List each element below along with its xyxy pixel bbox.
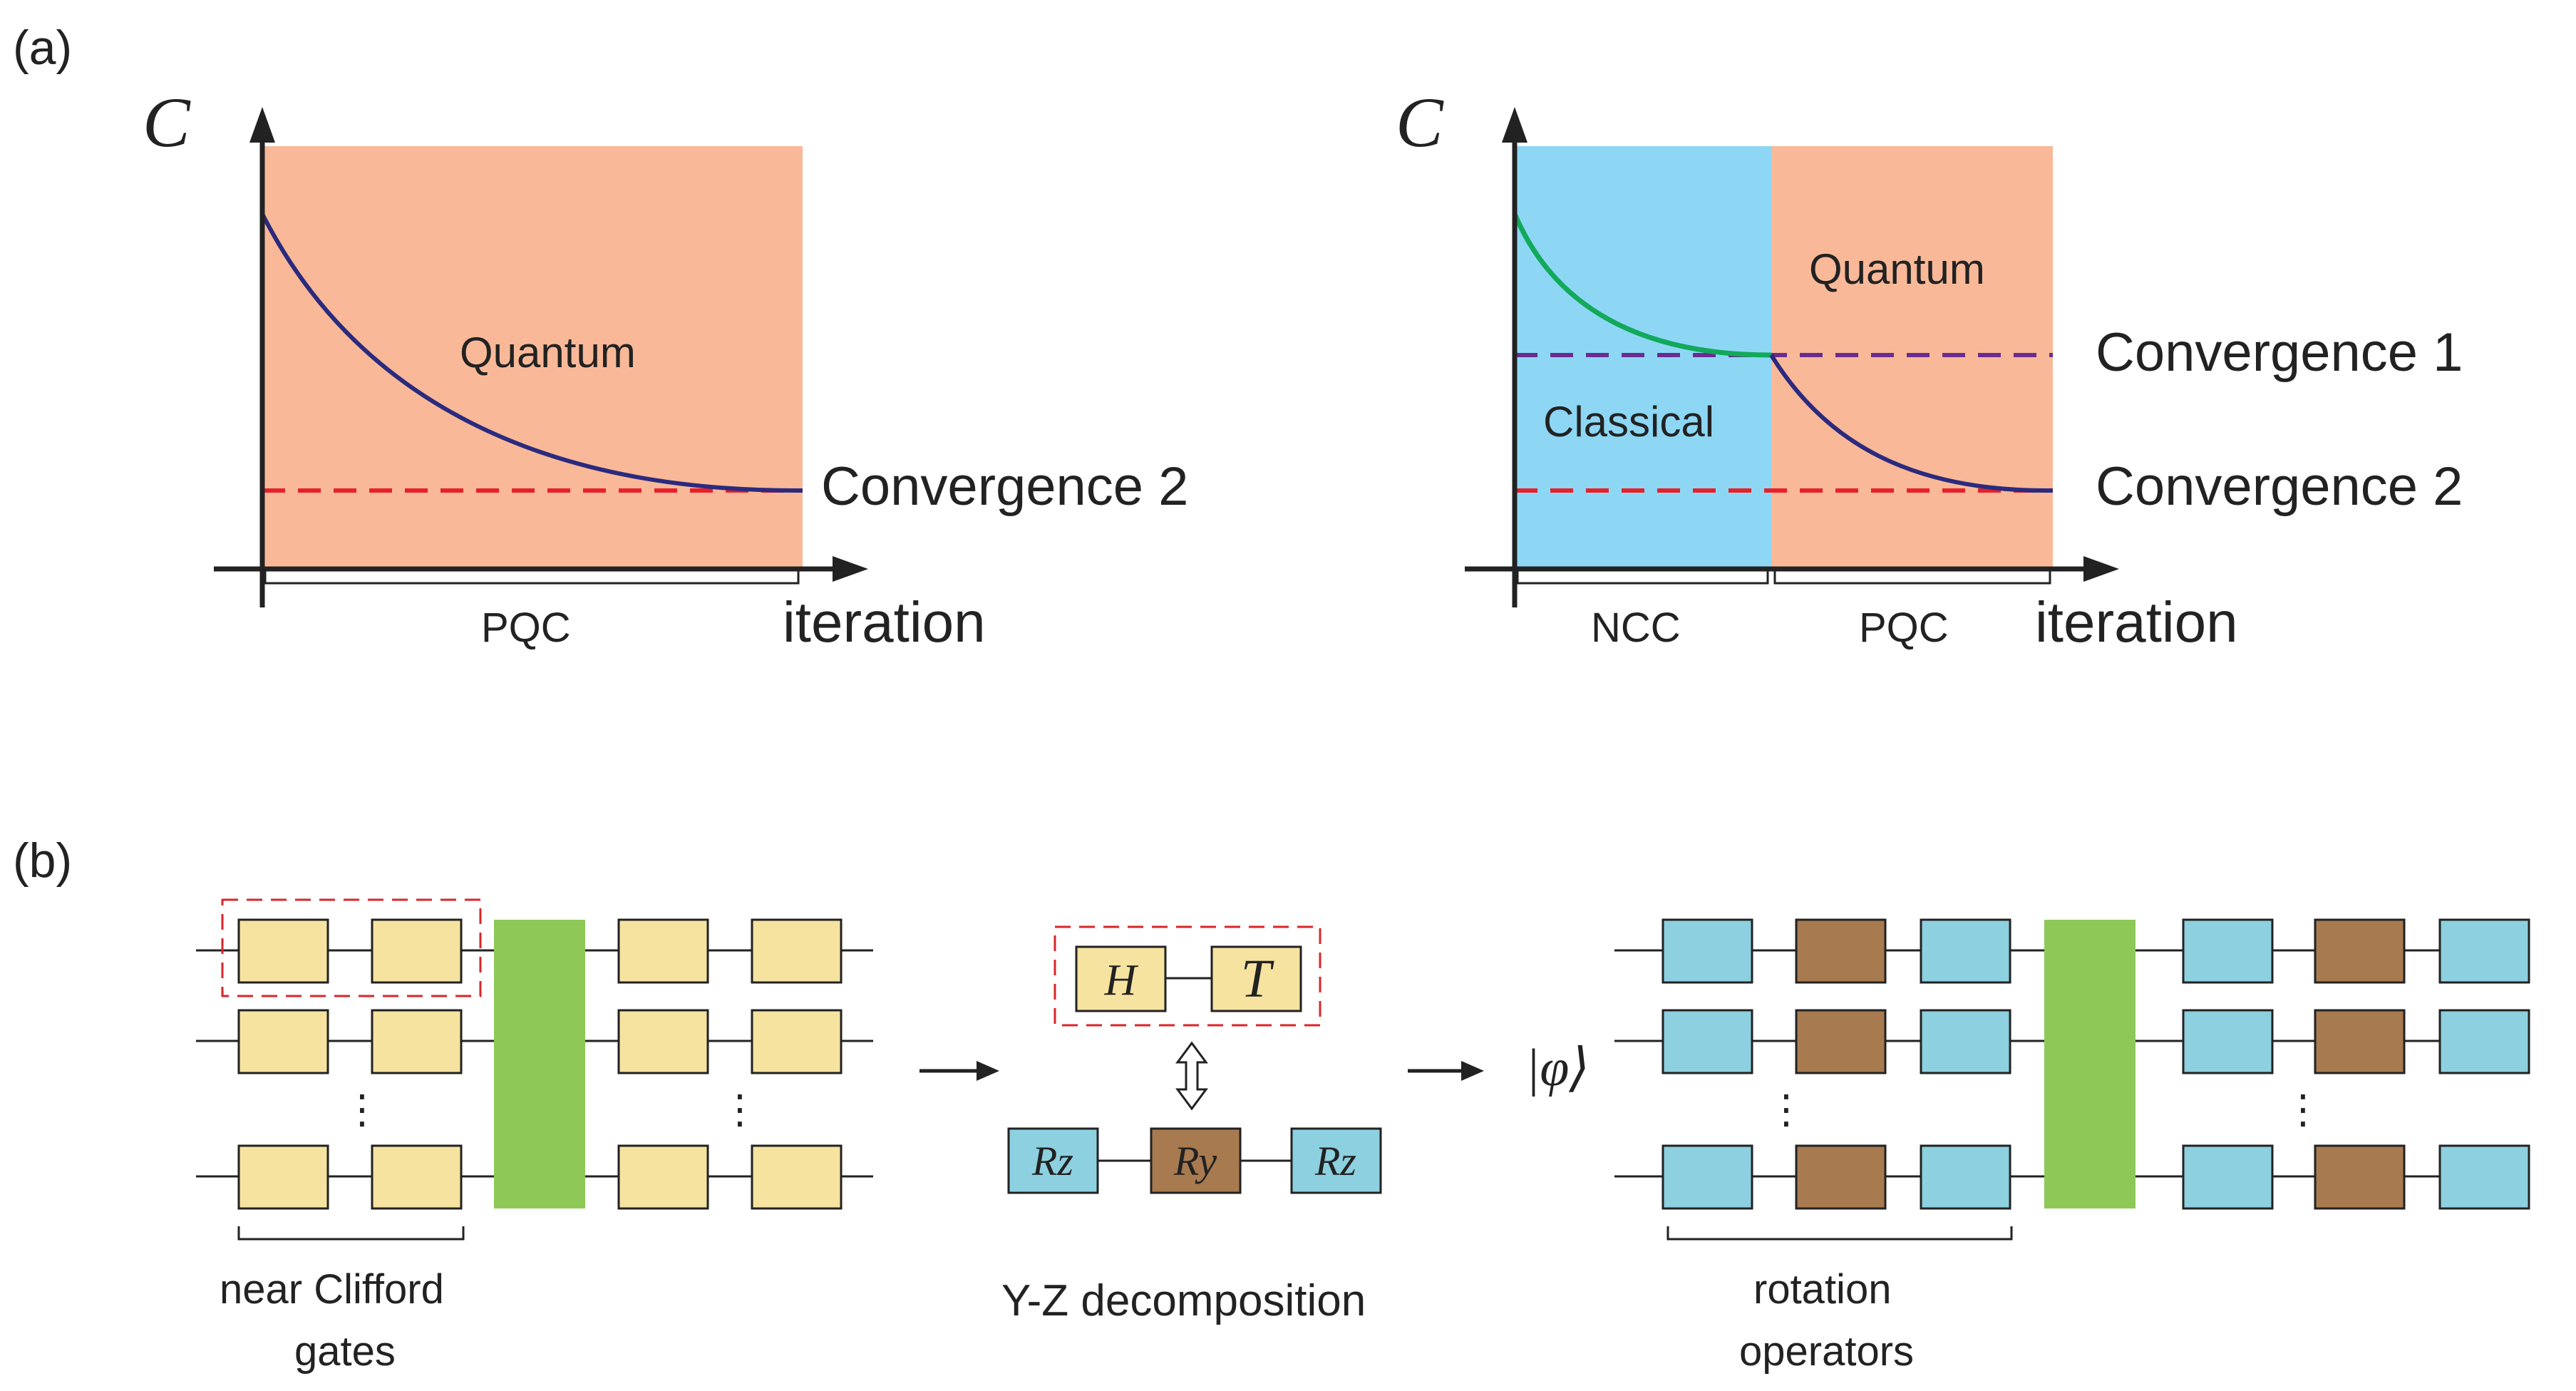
classical-label: Classical <box>1543 398 1714 446</box>
vertical-dots: ⋮ <box>2283 1087 2323 1131</box>
clifford-gate <box>751 1144 843 1210</box>
rz-gate <box>2438 1009 2530 1074</box>
panel-a-label: (a) <box>13 21 72 75</box>
right-arrow-icon <box>1408 1061 1484 1081</box>
pqc-label-right: PQC <box>1859 605 1949 651</box>
clifford-gate <box>371 918 463 984</box>
classical-curve <box>1512 212 1772 358</box>
rz-gate <box>2182 1144 2274 1210</box>
clifford-gate <box>237 1009 329 1074</box>
double-arrow-icon <box>1175 1041 1208 1111</box>
cost-curve <box>260 212 803 493</box>
rz-gate <box>2438 1144 2530 1210</box>
clifford-gate <box>617 1144 709 1210</box>
ht-dashed-box <box>1053 925 1322 1027</box>
clifford-caption-line1: near Clifford <box>220 1266 444 1313</box>
quantum-region-right <box>1771 146 2053 569</box>
rz-gate <box>2182 918 2274 984</box>
rotation-caption-line2: operators <box>1739 1328 1914 1375</box>
rz-gate <box>2438 918 2530 984</box>
quantum-region <box>262 146 803 569</box>
right-plot: C Quantum Classical Convergence 1 Conver… <box>1396 83 2463 654</box>
quantum-label: Quantum <box>460 329 636 376</box>
vertical-dots: ⋮ <box>720 1087 760 1131</box>
rotation-brace <box>1666 1226 2013 1241</box>
h-gate-label: H <box>1104 956 1139 1005</box>
quantum-label-right: Quantum <box>1809 245 1985 293</box>
vertical-dots: ⋮ <box>1766 1087 1806 1131</box>
rz-gate <box>1920 1144 2011 1210</box>
y-axis-label-right: C <box>1396 83 1444 162</box>
rz-gate <box>1661 918 1753 984</box>
ket-phi: |φ⟩ <box>1525 1039 1590 1097</box>
ry-gate <box>2314 1009 2406 1074</box>
clifford-gate <box>237 918 329 984</box>
rz-gate-right <box>1290 1127 1382 1194</box>
ry-gate <box>1795 1144 1887 1210</box>
rz-gate <box>2182 1009 2274 1074</box>
quantum-curve <box>1769 354 2054 493</box>
clifford-brace <box>237 1226 465 1241</box>
vertical-dots: ⋮ <box>342 1087 382 1131</box>
entangling-block <box>494 920 585 1208</box>
entangling-block <box>2044 920 2135 1208</box>
clifford-gate <box>371 1144 463 1210</box>
convergence-2-label: Convergence 2 <box>821 456 1188 517</box>
left-plot: C Quantum Convergence 2 PQC iteration <box>143 83 1188 654</box>
rz-gate-left-label: Rz <box>1031 1138 1073 1184</box>
y-axis-arrowhead <box>249 107 275 143</box>
clifford-gate <box>617 1009 709 1074</box>
right-arrow-icon <box>919 1061 999 1081</box>
ncc-label: NCC <box>1591 605 1681 651</box>
ry-gate-label: Ry <box>1173 1138 1217 1184</box>
convergence-2-label-right: Convergence 2 <box>2096 456 2463 517</box>
rz-gate-left <box>1007 1127 1099 1194</box>
rotation-circuit: ⋮ ⋮ rotation operators <box>1614 918 2530 1375</box>
x-axis-arrowhead <box>833 556 868 582</box>
rz-gate <box>1920 1009 2011 1074</box>
y-axis-label: C <box>143 83 191 162</box>
pqc-brace-right <box>1773 570 2051 585</box>
ry-gate <box>2314 918 2406 984</box>
panel-b-label: (b) <box>13 833 72 888</box>
x-axis-arrowhead-right <box>2083 556 2119 582</box>
ry-gate <box>1795 918 1887 984</box>
x-axis-label-right: iteration <box>2035 590 2238 654</box>
clifford-caption-line2: gates <box>294 1328 396 1375</box>
clifford-gate <box>371 1009 463 1074</box>
clifford-gate <box>617 918 709 984</box>
rz-gate <box>1661 1009 1753 1074</box>
ncc-brace <box>1516 570 1769 585</box>
t-gate <box>1210 945 1302 1012</box>
ry-gate <box>2314 1144 2406 1210</box>
t-gate-label: T <box>1241 949 1274 1009</box>
x-axis-label: iteration <box>783 590 986 654</box>
classical-region <box>1515 146 1771 569</box>
selected-gate-pair-box <box>221 898 482 997</box>
clifford-circuit: ⋮ ⋮ near Clifford gates <box>196 898 873 1375</box>
clifford-gate <box>237 1144 329 1210</box>
clifford-gate <box>751 918 843 984</box>
rz-gate <box>1661 1144 1753 1210</box>
yz-decomposition: H T Rz Ry Rz Y-Z decomposition <box>1001 925 1382 1325</box>
ry-gate <box>1795 1009 1887 1074</box>
y-axis-arrowhead-right <box>1502 107 1527 143</box>
clifford-gate <box>751 1009 843 1074</box>
convergence-1-label: Convergence 1 <box>2096 322 2463 383</box>
rotation-caption-line1: rotation <box>1753 1266 1891 1313</box>
rz-gate-right-label: Rz <box>1314 1138 1356 1184</box>
pqc-brace <box>264 570 800 585</box>
pqc-label: PQC <box>481 605 571 651</box>
ry-gate <box>1150 1127 1242 1194</box>
h-gate <box>1075 945 1167 1012</box>
rz-gate <box>1920 918 2011 984</box>
yz-caption: Y-Z decomposition <box>1001 1276 1366 1325</box>
